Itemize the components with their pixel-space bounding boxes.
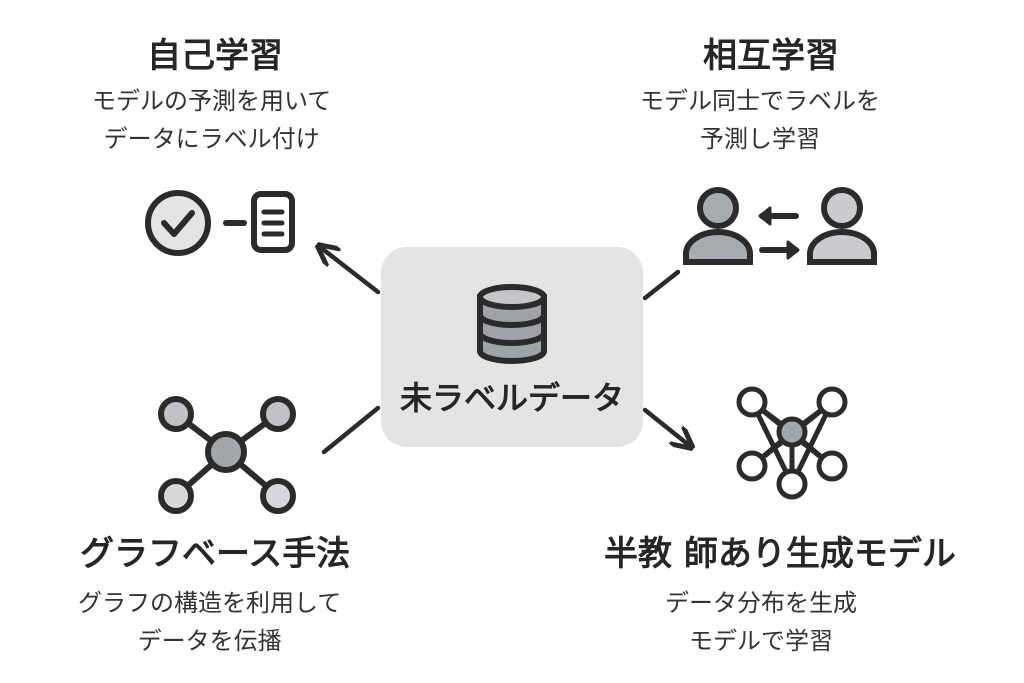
check-document-icon	[145, 190, 295, 256]
users-exchange-icon	[683, 187, 877, 265]
graph-network-icon	[158, 396, 296, 514]
description-line: モデルで学習	[689, 627, 833, 655]
mutual-learning-description: モデル同士でラベルを 予測し学習	[640, 82, 880, 158]
generative-model-description: データ分布を生成 モデルで学習	[665, 584, 857, 660]
database-icon	[477, 284, 547, 364]
description-line: グラフの構造を利用して	[78, 589, 342, 617]
description-line: データ分布を生成	[665, 589, 857, 617]
description-line: モデル同士でラベルを	[640, 87, 880, 115]
generative-model-title: 半教 師あり生成モデル	[604, 534, 956, 574]
graph-based-description: グラフの構造を利用して データを伝播	[78, 584, 341, 660]
graph-based-title: グラフベース手法	[80, 534, 351, 574]
connector-to-graph-based	[321, 405, 381, 455]
center-label: 未ラベルデータ	[399, 379, 624, 417]
self-learning-title: 自己学習	[147, 36, 283, 76]
description-line: モデルの予測を用いて	[92, 87, 332, 115]
arrow-to-self-learning	[320, 247, 381, 295]
description-line: データにラベル付け	[103, 125, 320, 153]
unlabeled-data-box: 未ラベルデータ	[381, 247, 643, 447]
description-line: 予測し学習	[700, 125, 820, 153]
mutual-learning-title: 相互学習	[703, 36, 839, 76]
arrow-to-generative-model	[642, 407, 690, 446]
self-learning-description: モデルの予測を用いて データにラベル付け	[92, 82, 331, 158]
connector-to-mutual-learning	[642, 269, 681, 301]
description-line: データを伝播	[137, 627, 282, 655]
neural-network-icon	[736, 386, 848, 500]
